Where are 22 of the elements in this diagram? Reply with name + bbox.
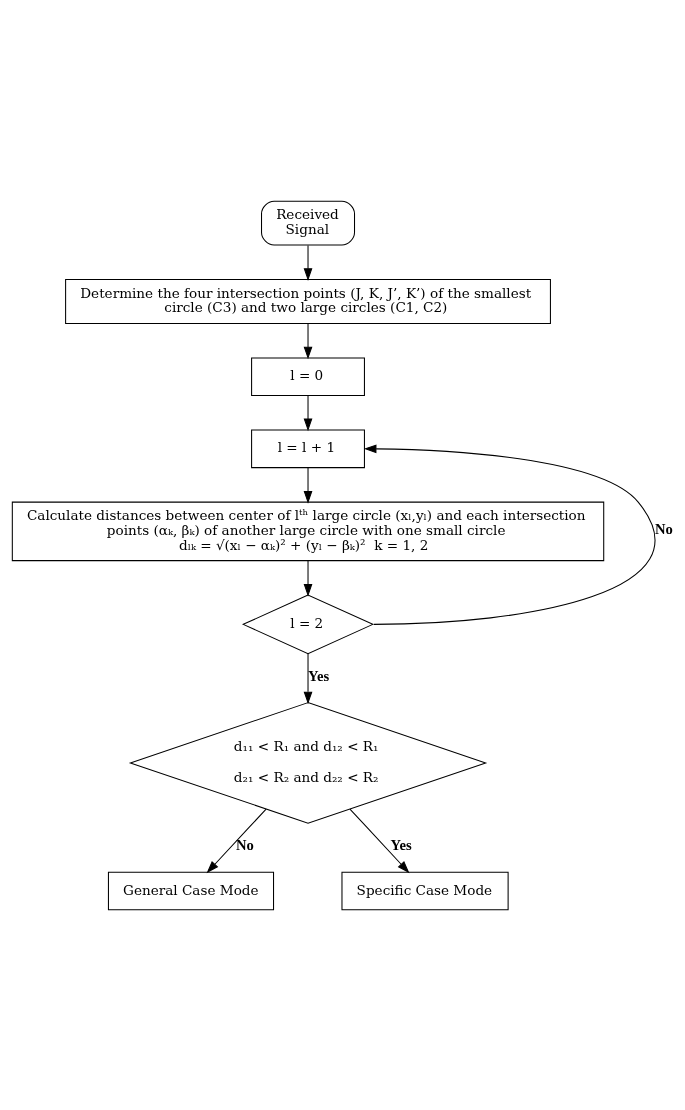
node-box: General Case Mode [107, 871, 275, 910]
node-box: Specific Case Mode [341, 871, 509, 910]
node-box: Calculate distances between center of lᵗʰ large circle (xₗ,yₗ) and each intersection points (αₖ, βₖ) of another large circle with one small circle dₗₖ = √(xₗ − αₖ)² + (yₗ − βₖ)² k = 1, 2 [11, 501, 605, 561]
arrow [363, 443, 656, 625]
arrow [303, 394, 313, 431]
node-box: l = l + 1 [251, 429, 365, 468]
edge-label: No [235, 836, 254, 853]
node-box: l = 0 [251, 356, 365, 396]
edge-label: Yes [390, 836, 412, 853]
arrow [303, 652, 313, 704]
arrow [303, 322, 313, 359]
arrow [303, 466, 313, 504]
arrow [349, 808, 410, 873]
edge-label: Yes [308, 667, 330, 684]
arrow [303, 244, 313, 281]
edge-label: No [654, 520, 673, 537]
node-box: Determine the four intersection points (J, K, J’, K’) of the smallest circle (C3) and two large circles (C1, C2) [65, 278, 551, 324]
node-diamond: l = 2 [241, 594, 375, 654]
node-diamond: d₁₁ < R₁ and d₁₂ < R₁ d₂₁ < R₂ and d₂₂ < R₂ [128, 701, 488, 824]
node-box: Received Signal [261, 200, 356, 246]
arrow [206, 808, 267, 873]
arrow [303, 559, 313, 597]
